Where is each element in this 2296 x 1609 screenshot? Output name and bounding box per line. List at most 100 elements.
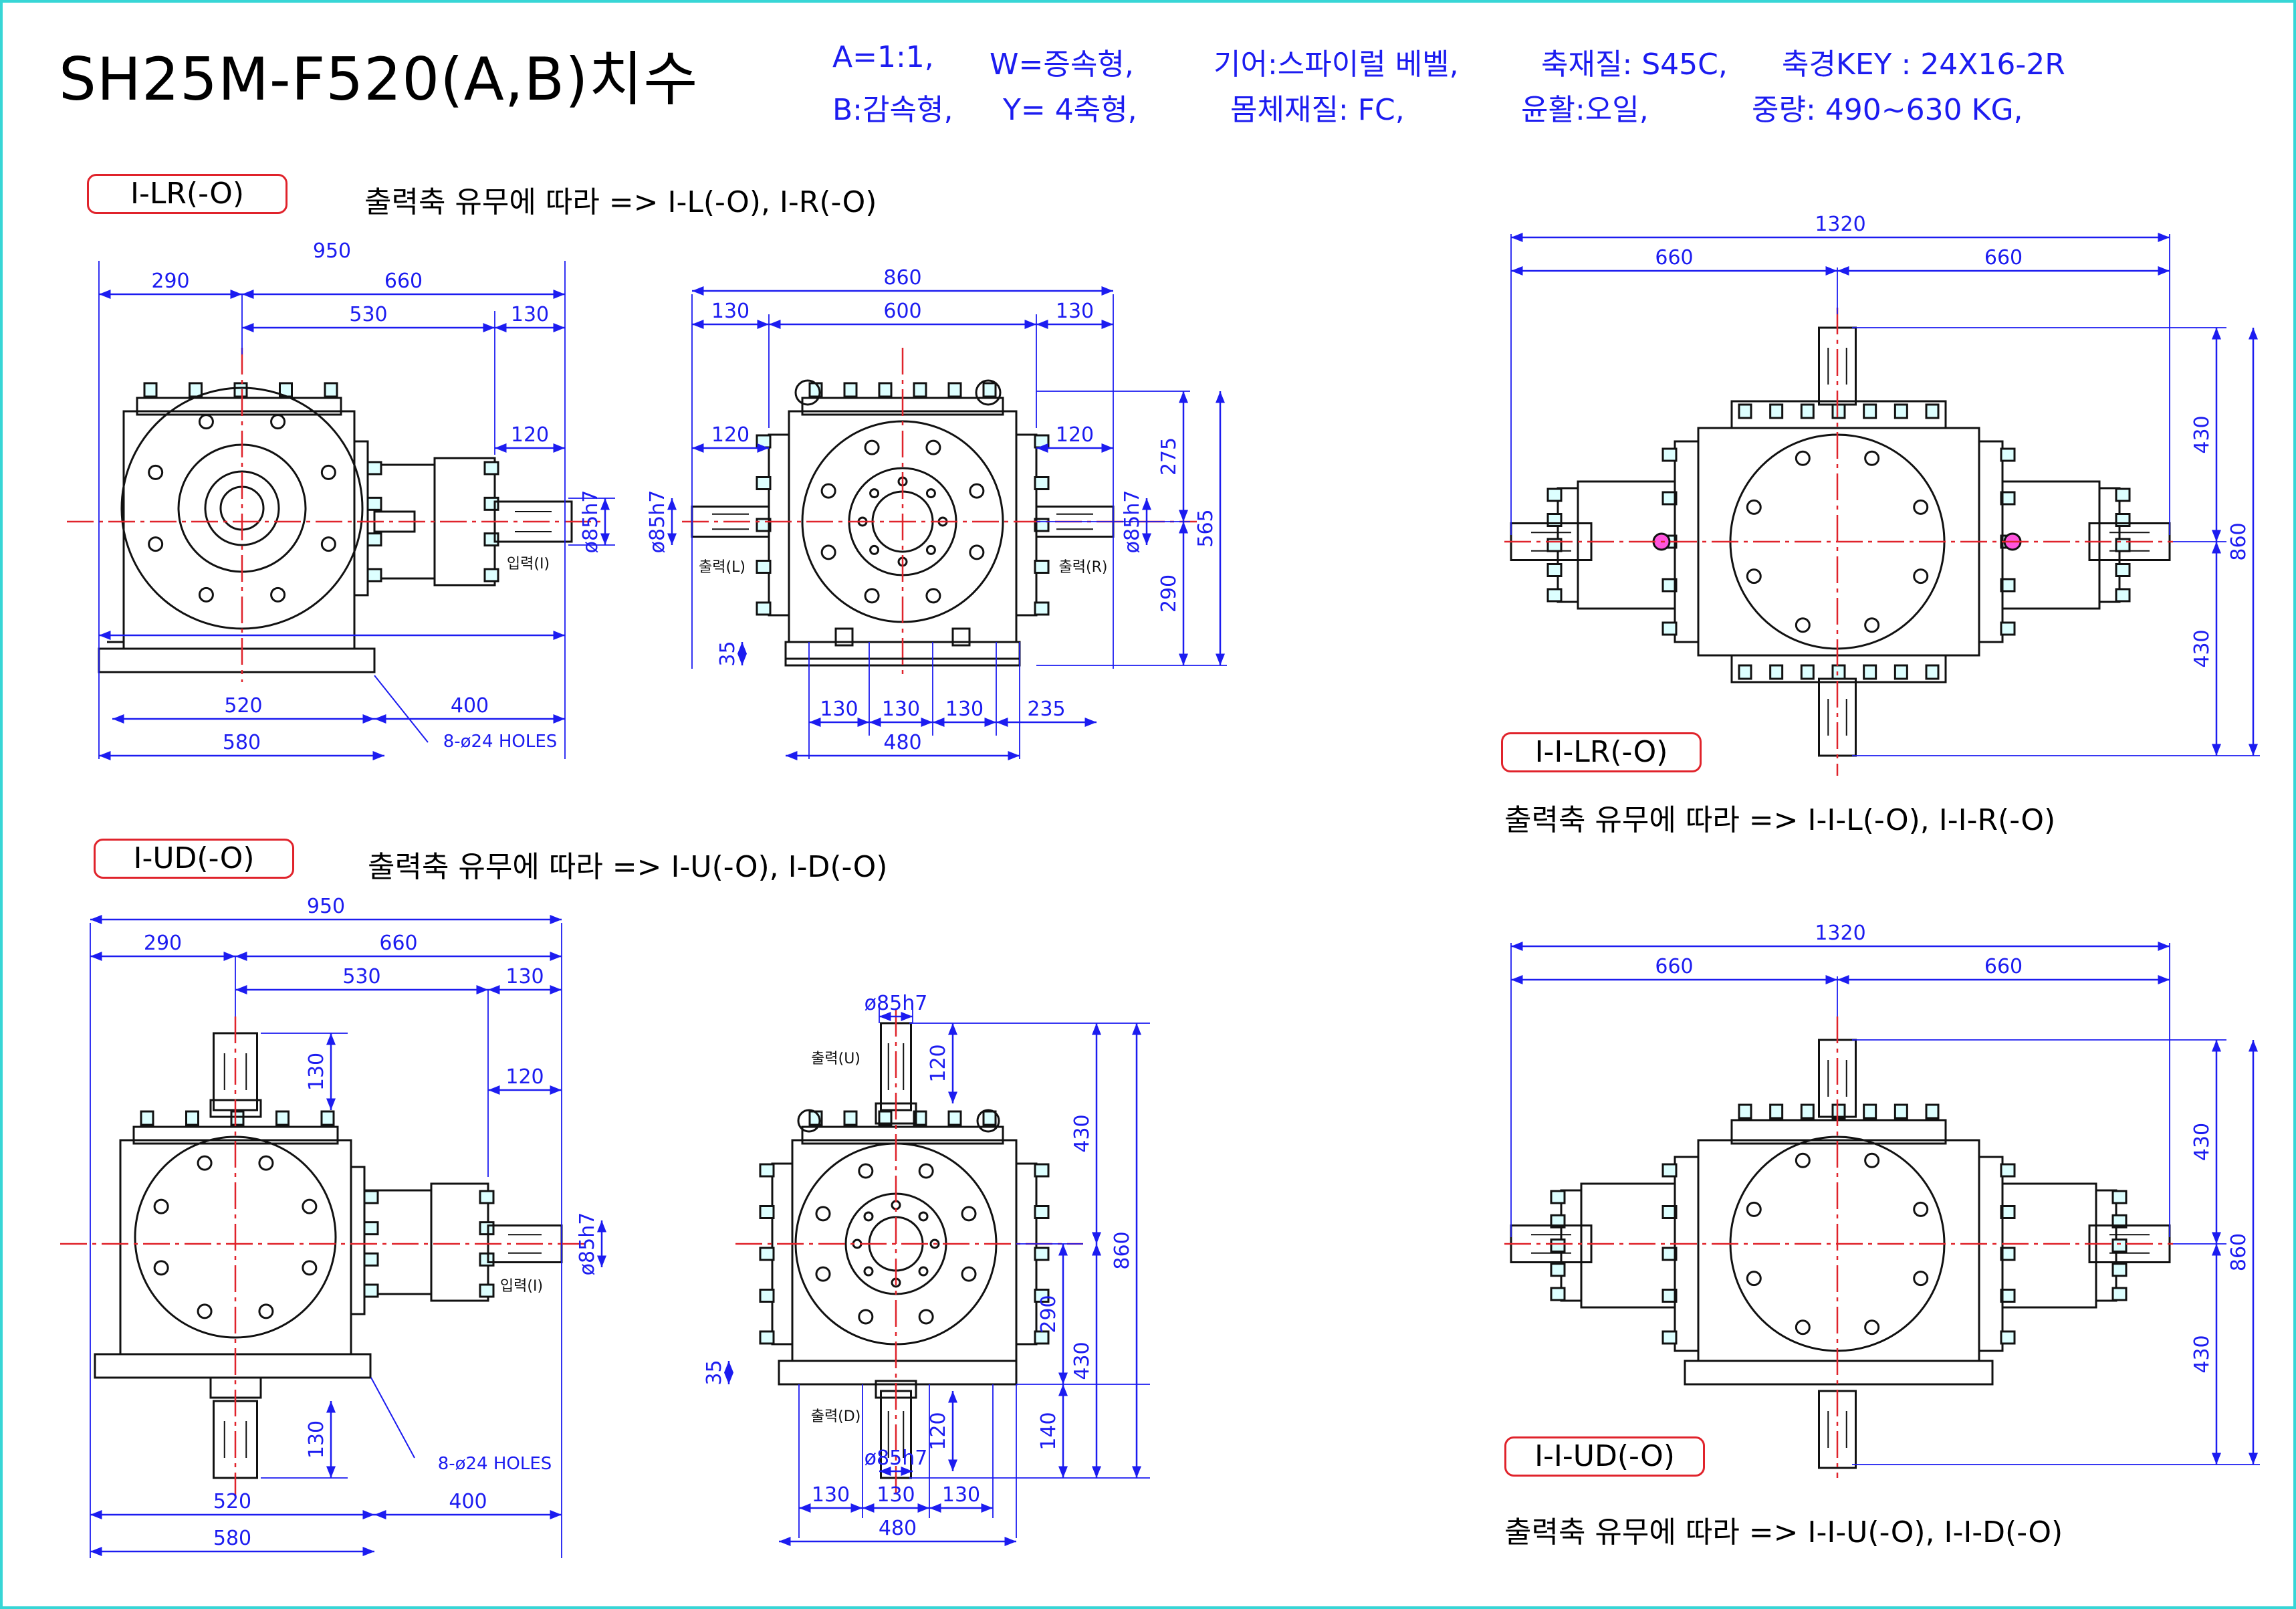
cap-bolt [1800,1103,1815,1119]
cap-bolt [947,1110,962,1126]
bolt-hole [1913,568,1929,584]
cap-bolt [483,496,499,511]
output-left-label: 출력(L) [699,559,745,576]
dimension-value: ø85h7 [579,490,602,554]
bolt-hole [1864,450,1880,466]
dimension-value: 660 [1655,955,1693,978]
dimension-value: 660 [1984,955,2023,978]
cap-bolt [1800,664,1815,680]
dimension-value: 130 [1056,300,1094,323]
cap-bolt [2000,1289,2016,1303]
cap-bolt [479,1252,495,1267]
dimension-value: 480 [883,731,921,754]
base-plate [94,1353,372,1379]
bolt-hole [1864,1319,1880,1335]
note-i-i-lr: 출력축 유무에 따라 => I-I-L(-O), I-I-R(-O) [1504,803,2056,837]
cap-bolt [759,1205,775,1219]
bolt-hole [148,464,164,480]
bolt-hole [1864,617,1880,633]
cap-bolt [1661,1289,1678,1303]
bolt-hole [1746,568,1762,584]
bolt-hole [918,1266,929,1277]
bolt-hole [1795,450,1811,466]
dimension-value: 660 [1655,246,1693,270]
input-neck [363,1189,433,1295]
dimension-value: 130 [942,1483,980,1507]
cap-bolt [1034,476,1050,490]
cap-bolt [2000,447,2016,462]
cap-bolt [759,1289,775,1303]
cap-bolt [483,461,499,475]
bolt-hole [858,1309,874,1325]
right-cover [1015,1162,1038,1346]
dimension-value: ø85h7 [576,1212,599,1276]
cap-bolt [1738,664,1752,680]
dimension-value: 275 [1157,437,1181,475]
input-label: 입력(I) [507,556,550,572]
dimension-value: 430 [2190,629,2214,667]
bolt-hole [198,414,214,430]
dimension-value: 130 [945,698,984,721]
cap-bolt [2111,1263,2128,1277]
cap-bolt [1034,560,1050,574]
cap-bolt [1769,664,1784,680]
base-plate [98,647,376,673]
cap-bolt [1550,1263,1566,1277]
cap-bolt [1550,1214,1566,1228]
dimension-value: 130 [305,1053,328,1091]
bolt-hole [1864,1152,1880,1168]
dimension-value: 860 [883,266,921,290]
dimension-value: 120 [1056,423,1094,447]
lifting-eye [976,1109,1000,1133]
bolt-hole [1795,1319,1811,1335]
bolt-hole [815,1206,831,1222]
cap-bolt [185,1110,199,1126]
dimension-value: 35 [703,1360,726,1385]
output-down-label: 출력(D) [811,1408,861,1425]
dimension-value: 480 [879,1517,917,1540]
cap-bolt [366,532,382,547]
cap-bolt [483,568,499,582]
cap-bolt [479,1190,495,1204]
cap-bolt [363,1283,379,1298]
cap-bolt [759,1163,775,1178]
dimension-value: 1320 [1815,922,1865,945]
cap-bolt [2115,563,2131,577]
cap-bolt [2111,1214,2128,1228]
cap-bolt [363,1252,379,1267]
cap-bolt [2000,1330,2016,1345]
cap-bolt [1546,488,1563,502]
dimension-value: 400 [451,694,489,718]
cap-bolt [1863,403,1877,419]
cap-bolt [363,1221,379,1236]
cap-bolt [324,382,338,398]
cap-bolt [1550,1190,1566,1204]
dimension-value: 130 [711,300,750,323]
bolt-hole [869,488,880,499]
cap-bolt [759,1330,775,1345]
dimension-value: 430 [2190,1335,2214,1373]
cap-bolt [1661,578,1678,593]
tag-i-lr: I-LR(-O) [87,174,288,214]
cap-bolt [2000,491,2016,506]
cap-bolt [2115,488,2131,502]
left-cover [768,433,790,617]
dimension-value: 860 [2227,1233,2251,1271]
cap-bolt [843,1110,858,1126]
cap-bolt [1034,1330,1050,1345]
cap-bolt [366,568,382,582]
cap-bolt [756,601,772,616]
cover-flange [134,1136,337,1339]
cap-bolt [1893,403,1908,419]
output-right-label: 출력(R) [1059,559,1108,576]
dimension-value: 580 [213,1527,251,1550]
cap-bolt [2000,1163,2016,1178]
dimension-value: 130 [511,303,549,326]
dimension-value: 600 [883,300,921,323]
dimension-value: 520 [213,1490,251,1513]
bolt-hole [869,544,880,555]
cap-bolt [1925,403,1940,419]
cap-bolt [756,560,772,574]
cap-bolt [843,382,858,398]
